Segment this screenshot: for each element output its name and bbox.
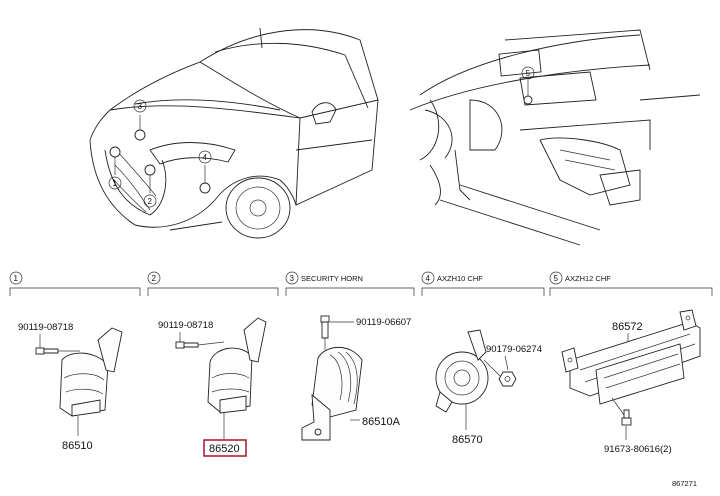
section-1-number: 1 [14, 274, 19, 283]
callout-1-marker [108, 176, 122, 190]
bolt-icon [320, 315, 330, 339]
callout-3-label: 3 [138, 102, 143, 111]
section-3-title: SECURITY HORN [301, 274, 363, 283]
bolt-icon [175, 341, 199, 349]
section-4-number: 4 [426, 274, 431, 283]
section-3-number: 3 [290, 274, 295, 283]
part-label-90119-06607: 90119-06607 [356, 317, 411, 328]
dashboard-illustration: 5 [409, 29, 701, 246]
part-label-86510A: 86510A [362, 416, 401, 428]
car-front-illustration: 3 1 2 4 [89, 27, 379, 239]
security-horn-icon [301, 346, 363, 441]
part-label-90119-08718-s1: 90119-08718 [18, 322, 73, 333]
horn-86510-icon [59, 327, 123, 417]
section-3-marker [285, 271, 299, 285]
bolt-icon [621, 409, 632, 426]
nut-icon [498, 371, 517, 387]
diagram-footer-code: 867271 [672, 479, 697, 488]
part-label-86510: 86510 [62, 440, 93, 452]
section-3-security-horn: 90119-06607 86510A [301, 315, 411, 441]
section-2-horn-assembly: 90119-08718 86520 [158, 317, 267, 457]
part-label-86520[interactable]: 86520 [209, 443, 240, 455]
section-4-horn-assembly: 90179-06274 86570 [435, 329, 542, 446]
part-label-91673-80616: 91673-80616(2) [604, 444, 672, 455]
section-2-marker [147, 271, 161, 285]
horn-86520-icon [207, 317, 267, 414]
part-label-86572: 86572 [612, 321, 643, 333]
callout-3-marker [133, 99, 147, 113]
section-4-marker [421, 271, 435, 285]
highlighted-part-box[interactable] [203, 439, 247, 457]
callout-4-marker [198, 150, 212, 164]
section-1-horn-assembly: 90119-08718 86510 [18, 322, 123, 452]
callout-5-marker [521, 66, 535, 80]
section-headers: 1 2 3 SECURITY HORN 4 AXZH10 CHF 5 AXZH1… [9, 271, 713, 296]
section-4-title: AXZH10 CHF [437, 274, 483, 283]
callout-1-label: 1 [113, 179, 118, 188]
part-label-86570: 86570 [452, 434, 483, 446]
section-5-title: AXZH12 CHF [565, 274, 611, 283]
callout-2-label: 2 [148, 197, 153, 206]
section-1-marker [9, 271, 23, 285]
bolt-icon [35, 347, 59, 355]
section-5-number: 5 [554, 274, 559, 283]
callout-5-label: 5 [526, 69, 531, 78]
section-5-bracket-assembly: 86572 91673-80616(2) [561, 309, 701, 455]
section-2-number: 2 [152, 274, 157, 283]
callout-4-label: 4 [203, 153, 208, 162]
part-label-90119-08718-s2: 90119-08718 [158, 320, 213, 331]
section-5-marker [549, 271, 563, 285]
horn-86570-icon [435, 329, 501, 413]
bracket-icon [561, 309, 701, 405]
callout-2-marker [143, 194, 157, 208]
part-label-90179-06274: 90179-06274 [486, 344, 542, 355]
